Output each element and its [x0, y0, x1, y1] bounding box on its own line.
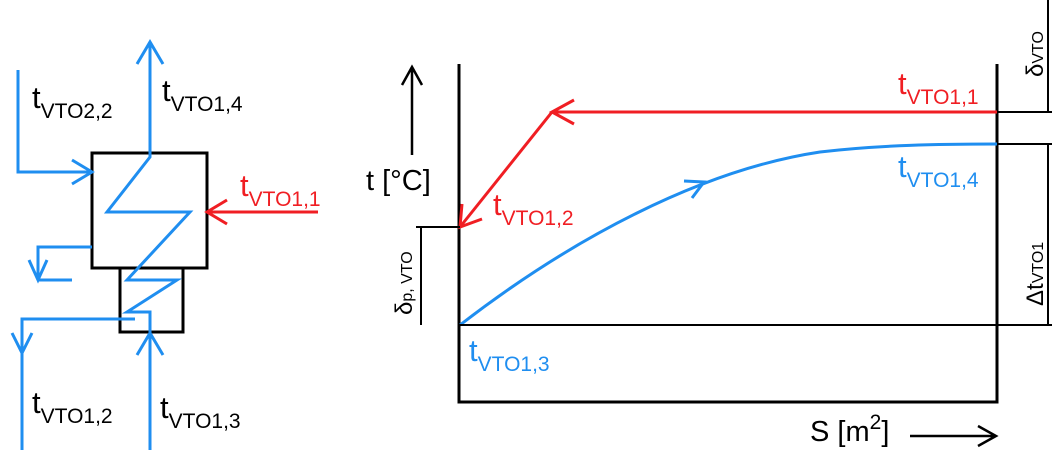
- label-t-vto2-2: tVTO2,2: [32, 80, 113, 123]
- graph-frame: [457, 64, 999, 404]
- exchanger-scheme: tVTO2,2 tVTO1,4 tVTO1,1 tVTO1,2 tVTO1,3: [10, 39, 321, 450]
- pinch-dimension: [416, 226, 460, 325]
- hot-line-diagonal: [458, 111, 554, 228]
- cold-curve-arrow: [683, 179, 707, 199]
- stream-vto1-2-arrow: [10, 332, 34, 357]
- label-delta-t-vto1: ΔtVTO1: [1022, 242, 1049, 306]
- y-axis-arrow: [400, 64, 424, 155]
- label-delta-p-vto: δp, VTO: [391, 251, 418, 315]
- stream-vto2-2-arrow: [71, 158, 95, 186]
- right-dimensions: [459, 0, 1052, 326]
- stream-vto2-2-line: [16, 70, 92, 174]
- hot-medium-inlet: [204, 198, 318, 226]
- side-outlet-line: [36, 245, 92, 280]
- label-t-vto1-2-graph: tVTO1,2: [493, 187, 574, 230]
- y-axis-label: t [°C]: [366, 165, 431, 197]
- label-t-vto1-2-scheme: tVTO1,2: [32, 385, 113, 428]
- temperature-profile-graph: t [°C] S [m2] δVTO Δt: [366, 0, 1052, 448]
- side-outlet-arrow: [27, 259, 72, 284]
- hot-inlet-arrow: [204, 198, 228, 226]
- label-t-vto1-1-graph: tVTO1,1: [898, 66, 979, 109]
- label-t-vto1-3-scheme: tVTO1,3: [160, 390, 241, 433]
- coil-inlet-arrow: [135, 330, 165, 356]
- label-t-vto1-4-graph: tVTO1,4: [898, 149, 979, 192]
- x-axis-label: S [m2]: [810, 411, 889, 448]
- coil-outlet-arrow: [135, 39, 165, 65]
- label-t-vto1-4: tVTO1,4: [162, 73, 243, 116]
- label-t-vto1-1-scheme: tVTO1,1: [240, 168, 321, 211]
- cold-medium-flow: [10, 39, 194, 450]
- cold-curve: [459, 142, 998, 327]
- stream-vto1-2-line: [20, 317, 135, 450]
- zigzag-coil: [103, 42, 194, 450]
- label-delta-vto: δVTO: [1022, 31, 1049, 77]
- x-axis-arrow: [910, 424, 999, 448]
- label-t-vto1-3-graph: tVTO1,3: [469, 333, 550, 376]
- cold-temperature-curve: [459, 142, 998, 327]
